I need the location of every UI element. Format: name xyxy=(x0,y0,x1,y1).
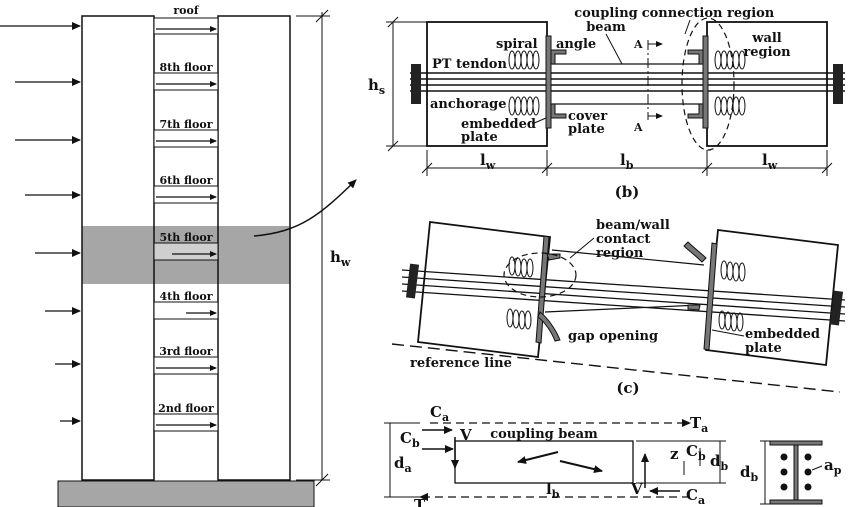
building-elevation: roof 8th floor 7th floor 6th floor 5th f… xyxy=(0,4,357,507)
ap-leader xyxy=(811,465,823,471)
left-anchorage-c xyxy=(405,263,420,299)
embedded-plate-c-leader xyxy=(711,329,745,337)
embedded-plate-label-2: plate xyxy=(461,130,498,145)
z-label: z xyxy=(670,445,679,463)
dimensions-b xyxy=(386,16,833,176)
coupling-beam-fbd-label: coupling beam xyxy=(490,427,598,442)
hs-label: hs xyxy=(368,76,385,97)
dimensions-d xyxy=(384,422,726,498)
internal-force-1 xyxy=(517,451,559,464)
reference-line xyxy=(391,343,841,393)
contact-region-outline xyxy=(503,252,577,298)
wall-region-label-2: region xyxy=(743,45,791,60)
coupling-beam-fbd xyxy=(454,440,634,484)
spiral-label: spiral xyxy=(496,37,538,52)
pt-tendons xyxy=(410,72,845,92)
connection-region-label: connection region xyxy=(642,6,775,21)
contact-region-label-2: contact xyxy=(596,232,650,247)
ca-bottom-label: Ca xyxy=(686,486,705,507)
beam-force-arrows xyxy=(156,26,217,428)
da-label: da xyxy=(394,454,412,475)
floor-label-7: 7th floor xyxy=(159,118,212,131)
spirals-c xyxy=(506,256,746,332)
lb-fbd-label: lb xyxy=(546,480,560,501)
section-a-marker xyxy=(647,40,663,120)
v-right-label: V xyxy=(630,480,643,498)
right-anchorage-c xyxy=(829,290,844,326)
floor-label-2: 2nd floor xyxy=(158,402,214,415)
detail-callout-arrow xyxy=(253,179,357,237)
floor-label-5: 5th floor xyxy=(159,231,212,244)
v-left-label: V xyxy=(459,426,472,444)
coupling-beam-label-2: beam xyxy=(586,20,626,35)
coupling-beam-b xyxy=(552,63,702,105)
bolt-holes xyxy=(780,453,812,491)
embedded-plates-c xyxy=(535,235,718,351)
panel-c-deformed-shape: beam/wall contact region gap opening emb… xyxy=(391,218,846,397)
anchorage-label: anchorage xyxy=(430,97,507,112)
i-section-detail: db ap xyxy=(740,440,842,505)
lw-right-label: lw xyxy=(762,151,778,172)
contact-region-label-3: region xyxy=(596,246,644,261)
contact-region-label-1: beam/wall xyxy=(596,218,670,233)
cb-right-label: Cb xyxy=(686,442,706,463)
pt-tendons-c xyxy=(401,269,846,322)
contact-region-leader xyxy=(569,237,595,259)
panel-c-label: (c) xyxy=(616,379,639,397)
embedded-plate-c-label-2: plate xyxy=(745,341,782,356)
wall-region-label-1: wall xyxy=(751,31,782,46)
lb-label: lb xyxy=(620,151,634,172)
cb-left-label: Cb xyxy=(400,429,420,450)
ap-label: ap xyxy=(824,456,842,477)
panel-b-connection-detail: A A coupling beam connection region spir… xyxy=(368,6,845,201)
i-section-top-flange xyxy=(769,440,823,446)
connection-region-outline xyxy=(681,17,735,151)
height-label: hw xyxy=(330,248,351,269)
cover-plate-label-1: cover xyxy=(568,109,607,124)
embedded-plate-c-label-1: embedded xyxy=(745,327,820,342)
i-section-bottom-flange xyxy=(769,499,823,505)
embedded-plates-b xyxy=(545,35,709,129)
t-bottom-label: T xyxy=(414,496,426,507)
right-wall-region xyxy=(706,21,828,147)
embedded-plate-leader xyxy=(531,117,547,125)
floor-label-8: 8th floor xyxy=(159,61,212,74)
floor-label-roof: roof xyxy=(173,4,199,17)
embedded-plate-label-1: embedded xyxy=(461,117,536,132)
cover-plate-label-2: plate xyxy=(568,122,605,137)
gap-opening-label: gap opening xyxy=(568,329,658,344)
right-anchorage-plate xyxy=(833,64,843,104)
internal-force-2 xyxy=(559,460,603,474)
panel-b-label: (b) xyxy=(615,183,640,201)
angle-label: angle xyxy=(556,37,596,52)
coupling-beam-label-1: coupling xyxy=(574,6,638,21)
panel-d-free-body: coupling beam Ca Cb V Ta da lb z Cb db V… xyxy=(384,403,729,507)
ta-label: Ta xyxy=(690,414,708,435)
left-anchorage-plate xyxy=(411,64,421,104)
floor-label-6: 6th floor xyxy=(159,174,212,187)
db-section-label: db xyxy=(740,463,759,484)
i-section-web xyxy=(793,444,799,501)
reference-line-label: reference line xyxy=(410,356,512,371)
section-a-bottom: A xyxy=(633,121,643,134)
lw-left-label: lw xyxy=(480,151,496,172)
left-wall-region xyxy=(426,21,548,147)
pt-tendon-label: PT tendon xyxy=(432,57,507,72)
foundation xyxy=(57,480,315,507)
db-label: db xyxy=(710,452,729,473)
section-a-top: A xyxy=(633,38,643,51)
floor-label-3: 3rd floor xyxy=(159,345,213,358)
ca-top-label: Ca xyxy=(430,403,449,424)
coupling-beam-leader xyxy=(605,33,623,65)
connection-region-leader xyxy=(684,19,691,35)
lateral-load-arrows xyxy=(0,22,81,425)
floor-label-4: 4th floor xyxy=(159,290,212,303)
height-dimension xyxy=(296,9,330,487)
i-section-dimension xyxy=(760,440,770,505)
coupling-beams xyxy=(153,17,219,432)
